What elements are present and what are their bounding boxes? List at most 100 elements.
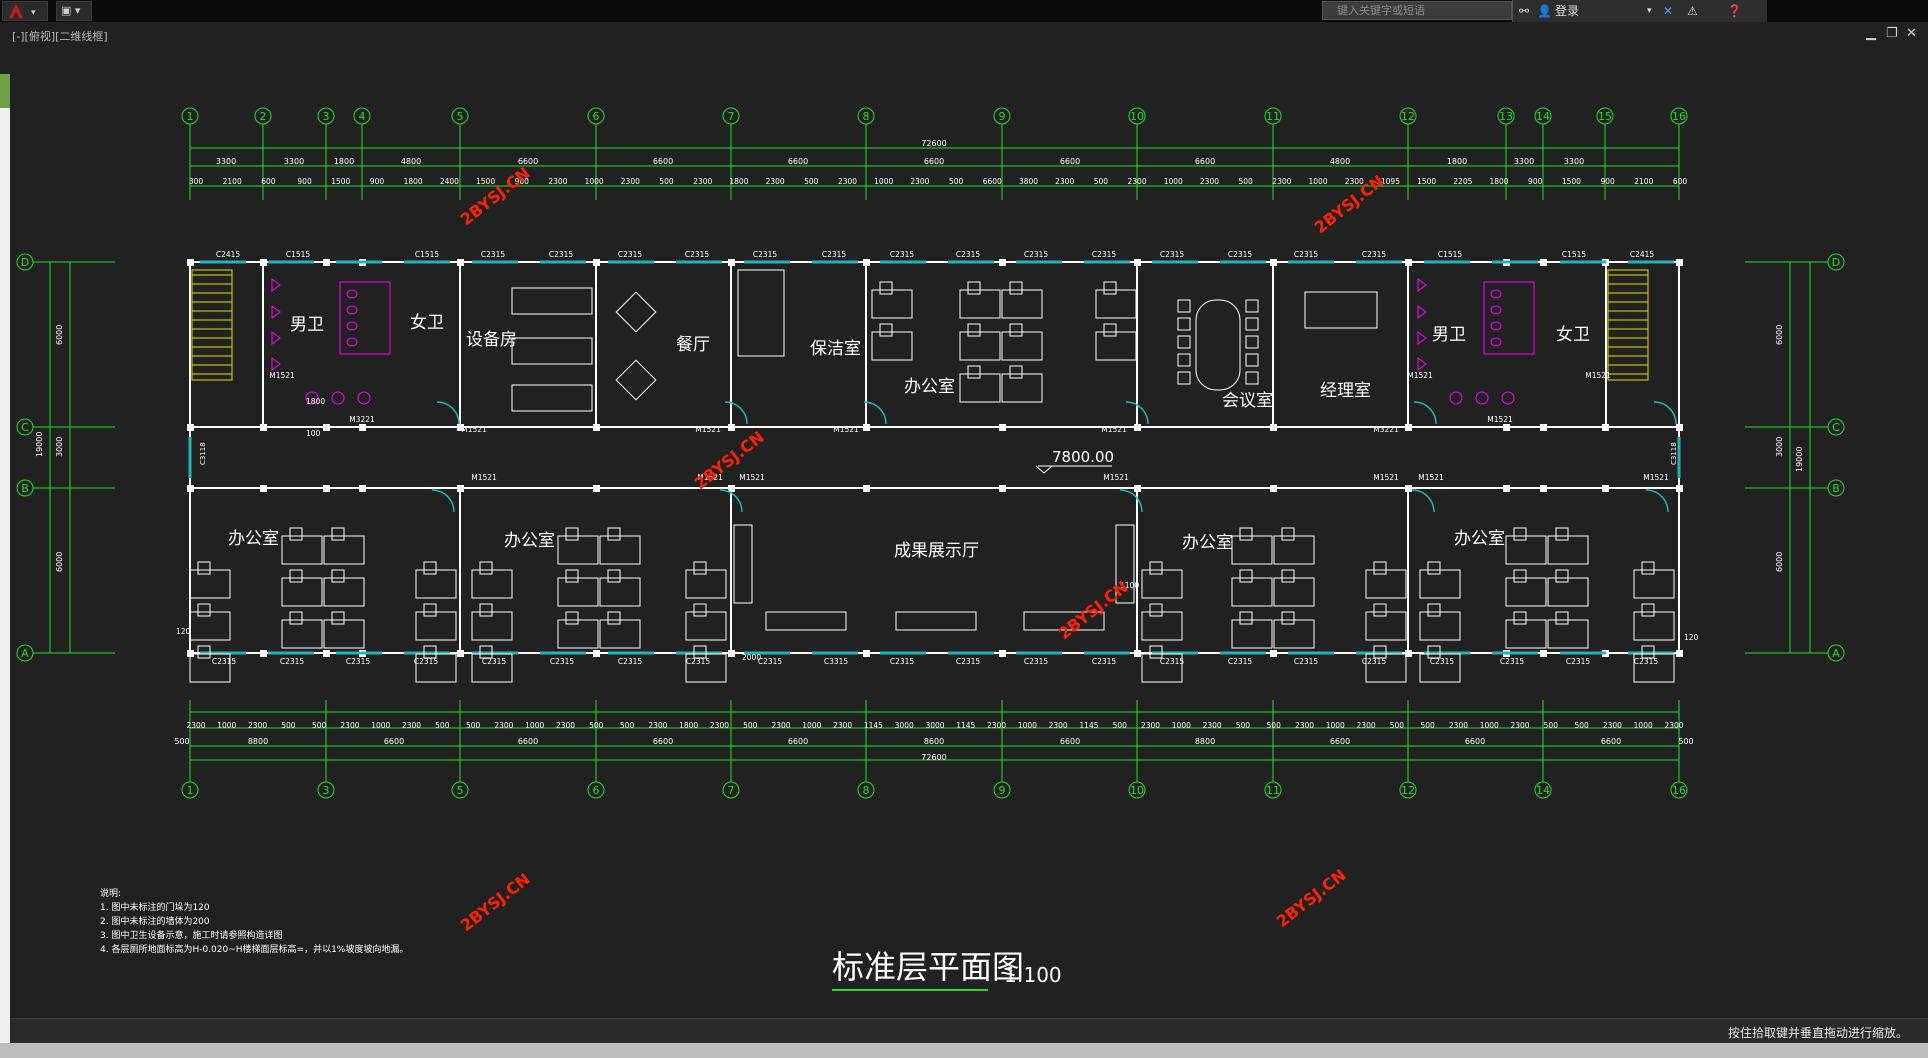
axis-label-top: 4 <box>359 110 366 123</box>
minimize-icon[interactable]: ▁ <box>1866 26 1876 41</box>
room-label-office: 办公室 <box>228 529 279 549</box>
exchange-icon[interactable]: ✕ <box>1663 4 1674 18</box>
chair <box>607 569 621 583</box>
door-label: M1521 <box>697 473 723 482</box>
window-label-bottom: C2315 <box>550 657 575 666</box>
dim-label-top-detail: 2300 <box>838 177 857 186</box>
column <box>593 485 600 492</box>
toilet-icon <box>346 305 358 315</box>
axis-bubble-top <box>353 107 371 125</box>
column <box>1405 259 1412 266</box>
side-dim-label-right: 6000 <box>1775 325 1784 345</box>
axis-bubble-top <box>1128 107 1146 125</box>
chair <box>197 603 211 617</box>
door-label: M3221 <box>349 415 375 424</box>
axis-bubble-top <box>1264 107 1282 125</box>
note-2: 2. 图中未标注的墙体为200 <box>100 915 210 927</box>
chair <box>1177 299 1191 313</box>
dim-label-bottom-detail: 1145 <box>1079 721 1098 730</box>
dim-label-bottom-detail: 2300 <box>1510 721 1529 730</box>
dim-label-bottom-detail: 500 <box>743 721 758 730</box>
axis-label-top: 6 <box>593 110 600 123</box>
help-icon[interactable]: ❓ <box>1727 4 1742 18</box>
urinal-icon <box>271 331 281 345</box>
save-icon[interactable]: ▣ <box>61 4 72 17</box>
door-label: M1521 <box>269 371 295 380</box>
dim-label-top: 6600 <box>518 157 538 166</box>
window-label-top: C2315 <box>685 250 710 259</box>
column <box>323 259 330 266</box>
chair <box>1149 603 1163 617</box>
level-mark: 7800.00 <box>1052 448 1114 466</box>
dim-label-bottom-detail: 1000 <box>802 721 821 730</box>
axis-bubble-top <box>1399 107 1417 125</box>
axis-bubble-top <box>857 107 875 125</box>
note-4: 4. 各层厕所地面标高为H-0.020~H楼梯面层标高=，并以1%坡度坡向地漏。 <box>100 943 408 955</box>
display-case <box>733 524 753 604</box>
a360-icon[interactable]: ⚠ <box>1687 4 1698 18</box>
chair <box>423 645 437 659</box>
dim-label-top-detail: 900 <box>515 177 530 186</box>
dim-label-top-detail: 1000 <box>874 177 893 186</box>
search-input[interactable]: 键入关键字或短语 <box>1322 1 1512 20</box>
dim-label-bottom-detail: 2300 <box>1449 721 1468 730</box>
door-swing <box>1645 489 1669 513</box>
dim-label-bottom-detail: 500 <box>1574 721 1589 730</box>
notes-heading: 说明: <box>100 887 121 899</box>
manager-desk <box>1304 291 1378 329</box>
misc-dim: 100 <box>306 429 321 438</box>
quick-access-toolbar[interactable]: ▣ ▾ <box>56 1 92 21</box>
room-label-womens-wc: 女卫 <box>410 313 444 333</box>
dim-label-bottom: 6600 <box>1465 737 1485 746</box>
room-label-equipment: 设备房 <box>466 330 517 350</box>
urinal-icon <box>271 278 281 292</box>
toilet-stalls <box>339 281 391 355</box>
chair <box>423 561 437 575</box>
toilet-icon <box>1490 305 1502 315</box>
binoculars-icon[interactable]: ⚯ <box>1519 4 1530 18</box>
misc-dim: 120 <box>176 627 191 636</box>
axis-label-left: B <box>21 482 29 495</box>
window-label-top: C1515 <box>1562 250 1587 259</box>
window-label-top: C2415 <box>1630 250 1655 259</box>
close-icon[interactable]: ✕ <box>1906 26 1917 41</box>
room-label-womens-wc: 女卫 <box>1556 325 1590 345</box>
misc-dim: 120 <box>1684 633 1699 642</box>
dim-label-top-detail: 900 <box>1528 177 1543 186</box>
chair <box>197 561 211 575</box>
dim-label-bottom-detail: 500 <box>1544 721 1559 730</box>
window-label-top: C2315 <box>890 250 915 259</box>
chair <box>1009 323 1023 337</box>
axis-label-bottom: 1 <box>187 784 194 797</box>
dim-label-top-detail: 3800 <box>1019 177 1038 186</box>
column <box>728 650 735 657</box>
dim-label-bottom: 8800 <box>1195 737 1215 746</box>
dim-label-bottom-detail: 500 <box>589 721 604 730</box>
column <box>1540 424 1547 431</box>
column <box>1540 259 1547 266</box>
door-label: M1521 <box>461 425 487 434</box>
misc-dim: 1100 <box>1120 581 1139 590</box>
room-label-exhibition: 成果展示厅 <box>894 541 979 561</box>
chair <box>1103 281 1117 295</box>
side-dim-label-left: 19000 <box>35 432 44 457</box>
axis-label-top: 2 <box>260 110 267 123</box>
column <box>1540 485 1547 492</box>
chair <box>1245 335 1259 349</box>
room-label-cleaning: 保洁室 <box>810 339 861 359</box>
window-label-bottom: C2315 <box>1566 657 1591 666</box>
axis-bubble-bottom <box>1128 781 1146 799</box>
application-menu-button[interactable]: ▾ <box>2 1 48 21</box>
column <box>593 650 600 657</box>
axis-label-bottom: 8 <box>863 784 870 797</box>
column <box>1270 424 1277 431</box>
viewport-controls-label[interactable]: [-][俯视][二维线框] <box>12 30 108 43</box>
dim-label-top-detail: 2205 <box>1453 177 1472 186</box>
login-button[interactable]: 登录 <box>1555 4 1580 18</box>
chair <box>289 527 303 541</box>
column <box>187 259 194 266</box>
restore-icon[interactable]: ❐ <box>1886 26 1898 41</box>
chair <box>331 527 345 541</box>
chevron-down-icon[interactable]: ▾ <box>1647 6 1652 16</box>
